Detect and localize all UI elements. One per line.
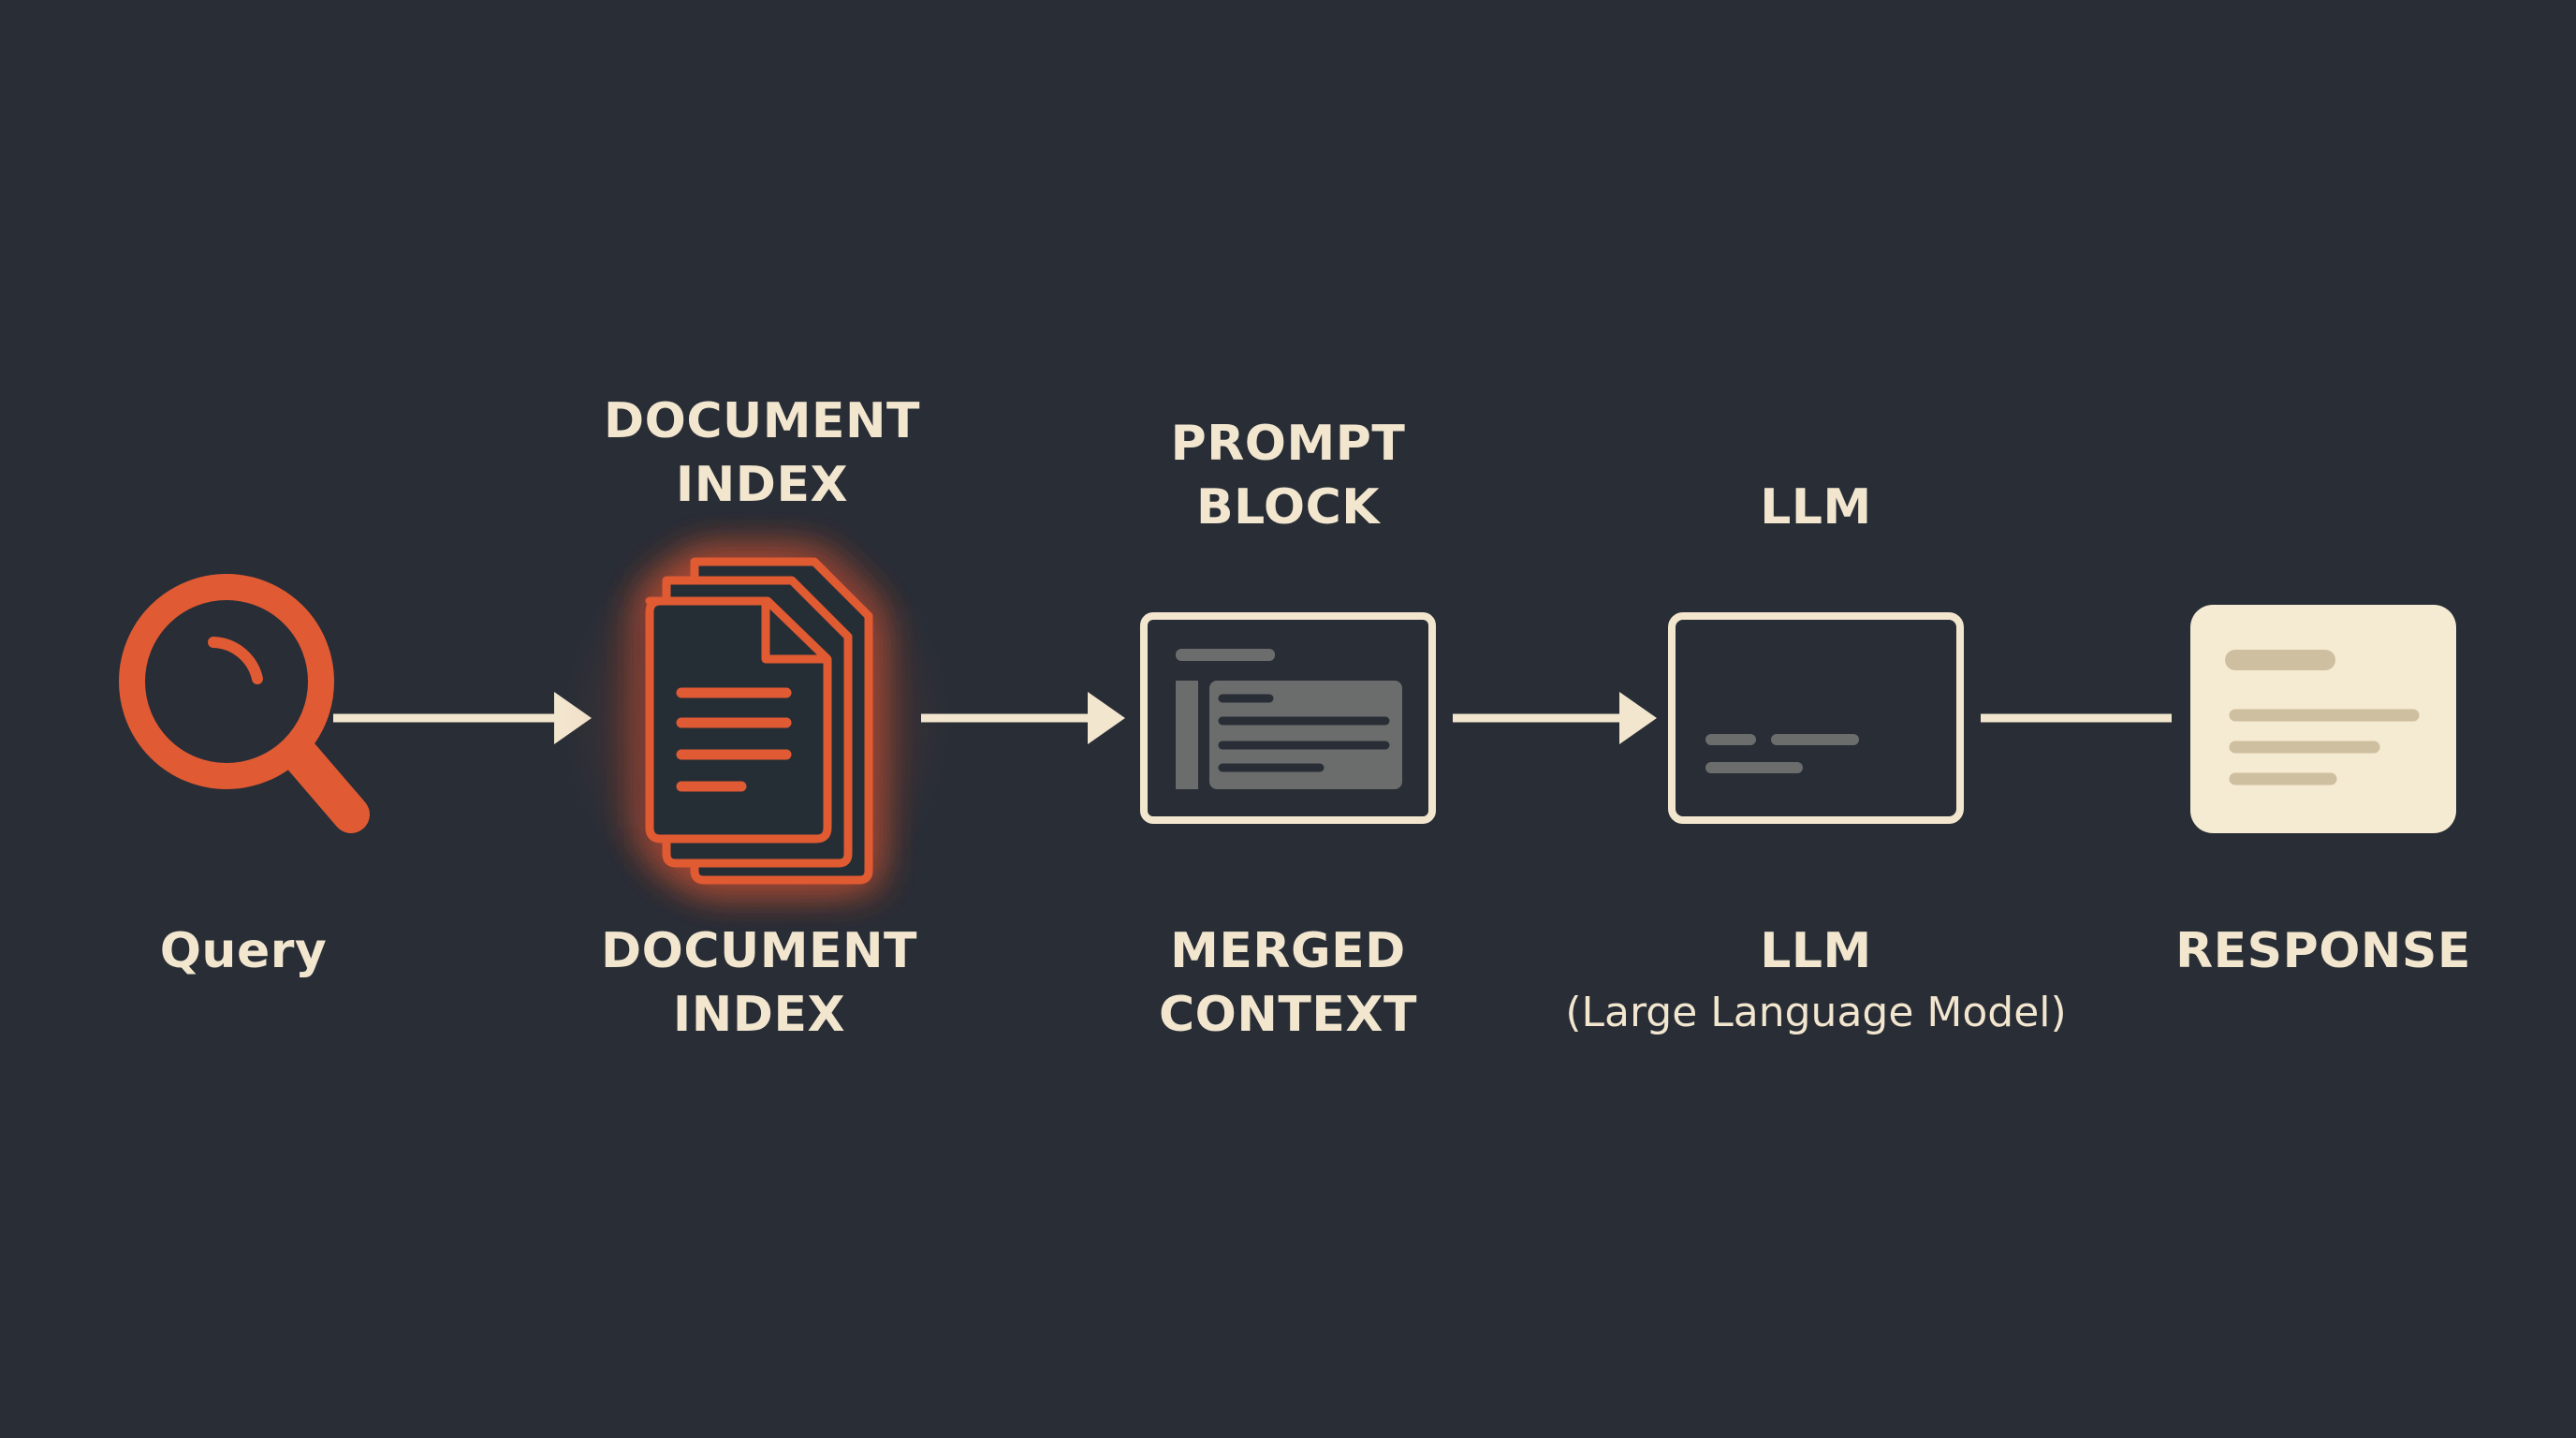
response-card-icon [2190, 605, 2456, 833]
llm-top-label: LLM [1760, 479, 1872, 536]
prompt-block-icon [1140, 612, 1436, 824]
arrow-index-to-prompt [921, 692, 1125, 744]
arrow-prompt-to-llm [1453, 692, 1657, 744]
document-stack-icon [560, 515, 953, 927]
merged-context-label: MERGED CONTEXT [1159, 923, 1417, 1043]
arrow-query-to-index [333, 692, 592, 744]
magnifier-icon [119, 574, 370, 833]
prompt-block-top-label: PROMPT BLOCK [1170, 416, 1406, 536]
document-index-bottom-label: DOCUMENT INDEX [600, 923, 917, 1043]
llm-window-icon [1668, 612, 1964, 824]
document-index-top-label: DOCUMENT INDEX [603, 393, 920, 513]
llm-bottom-label: LLM [1760, 923, 1872, 979]
response-label: RESPONSE [2175, 923, 2471, 979]
llm-bottom-sublabel: (Large Language Model) [1565, 989, 2067, 1036]
query-label: Query [159, 923, 328, 979]
